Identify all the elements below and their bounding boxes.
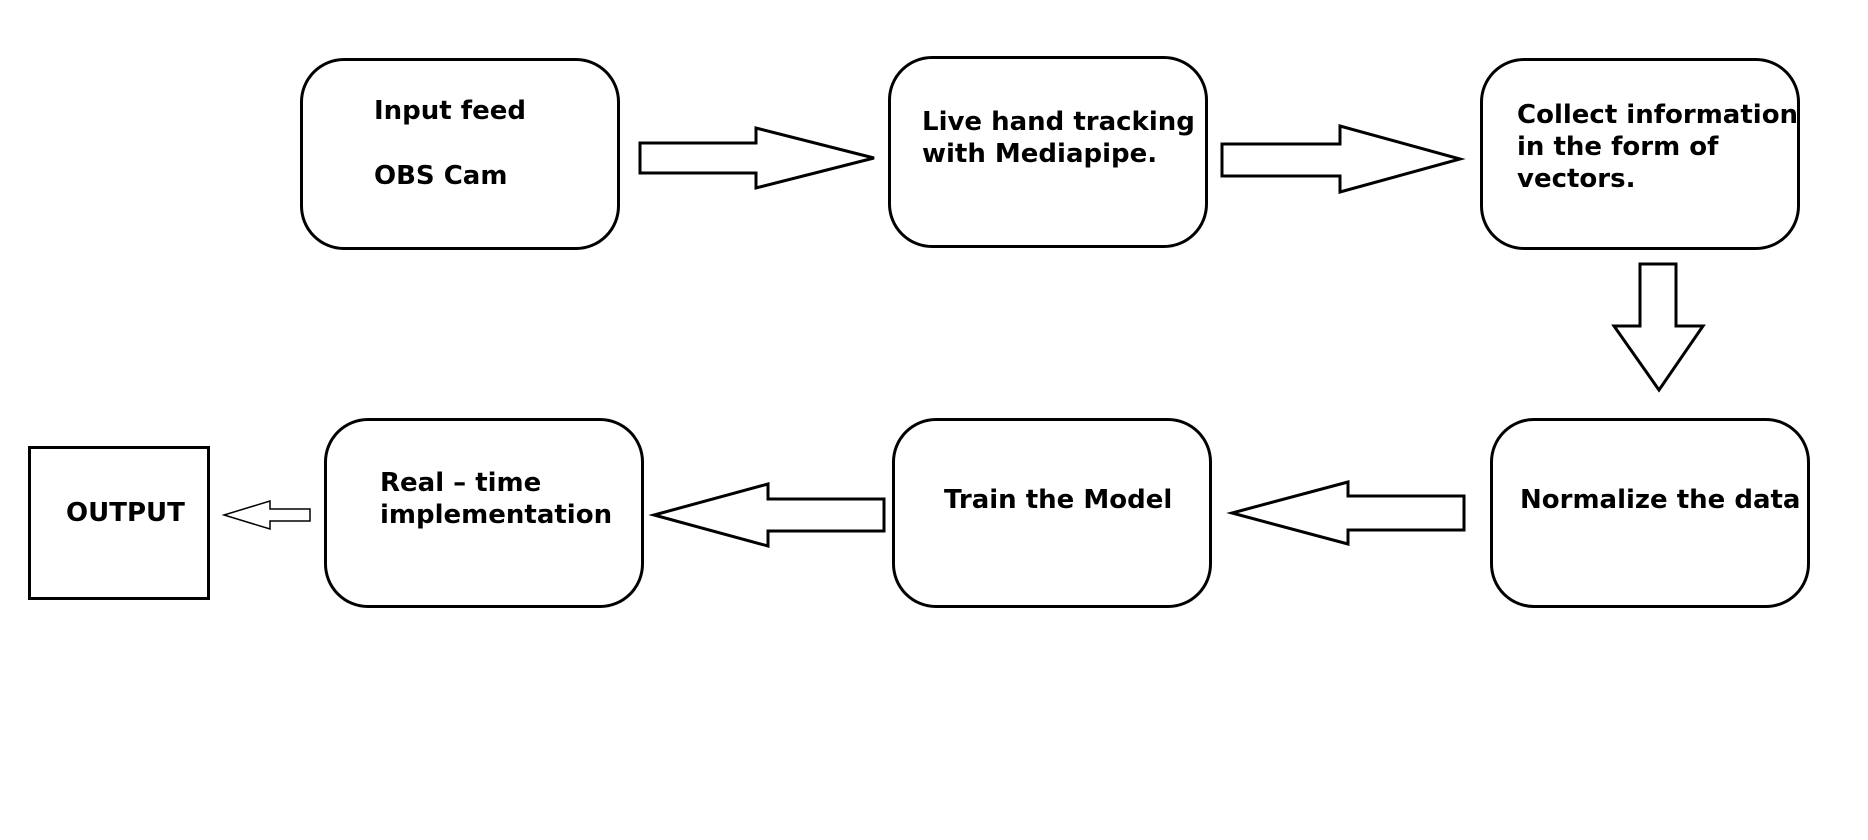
node-realtime — [324, 418, 644, 608]
node-hand-tracking-line2: with Mediapipe. — [922, 139, 1158, 169]
node-output-label: OUTPUT — [66, 498, 185, 528]
arrow-train-to-realtime — [648, 482, 886, 548]
node-realtime-line2: implementation — [380, 500, 613, 530]
arrow-realtime-to-output — [221, 499, 311, 531]
node-collect-vectors-line2: in the form of — [1517, 132, 1719, 162]
arrow-collect-to-normalize — [1611, 262, 1706, 393]
node-collect-vectors — [1480, 58, 1800, 250]
arrow-normalize-to-train — [1226, 480, 1466, 546]
node-train — [892, 418, 1212, 608]
arrow-input-to-tracking — [638, 126, 875, 190]
node-realtime-line1: Real – time — [380, 468, 542, 498]
node-input-feed-line1: Input feed — [374, 96, 526, 126]
node-normalize — [1490, 418, 1810, 608]
node-train-line1: Train the Model — [944, 485, 1173, 515]
node-output — [28, 446, 210, 600]
node-hand-tracking — [888, 56, 1208, 248]
node-normalize-line1: Normalize the data — [1520, 485, 1801, 515]
node-input-feed — [300, 58, 620, 250]
node-hand-tracking-line1: Live hand tracking — [922, 107, 1195, 137]
arrow-tracking-to-collect — [1220, 124, 1466, 194]
node-collect-vectors-line1: Collect information — [1517, 100, 1799, 130]
node-collect-vectors-line3: vectors. — [1517, 164, 1636, 194]
node-input-feed-line2: OBS Cam — [374, 161, 508, 191]
